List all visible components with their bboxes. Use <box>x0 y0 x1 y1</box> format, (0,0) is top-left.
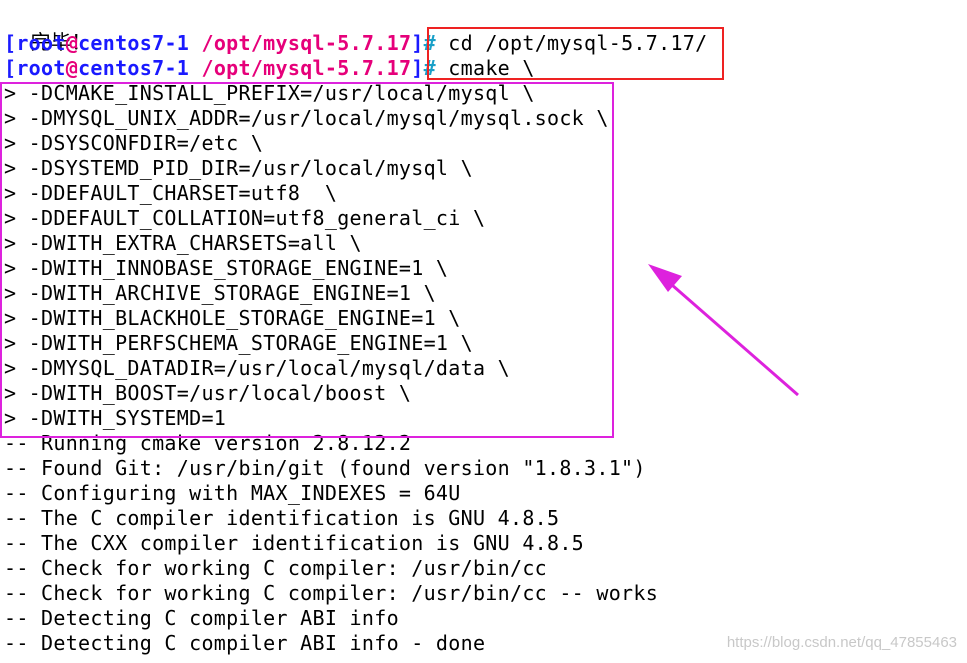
output-line: -- Check for working C compiler: /usr/bi… <box>4 556 548 580</box>
prompt-at: @ <box>65 56 79 80</box>
prompt-hash: # <box>423 31 436 55</box>
prompt-host: centos7-1 <box>78 31 190 55</box>
prompt-user: root <box>16 56 66 80</box>
command-text: cd /opt/mysql-5.7.17/ <box>435 31 708 55</box>
continuation-line: > -DWITH_BLACKHOLE_STORAGE_ENGINE=1 \ <box>4 306 461 330</box>
watermark-text: https://blog.csdn.net/qq_47855463 <box>726 634 957 651</box>
continuation-line: > -DSYSCONFDIR=/etc \ <box>4 131 264 155</box>
command-text: cmake \ <box>435 56 535 80</box>
prompt-host: centos7-1 <box>78 56 190 80</box>
continuation-line: > -DWITH_ARCHIVE_STORAGE_ENGINE=1 \ <box>4 281 436 305</box>
output-line: -- Check for working C compiler: /usr/bi… <box>4 581 659 605</box>
output-line: -- Found Git: /usr/bin/git (found versio… <box>4 456 646 480</box>
continuation-line: > -DMYSQL_UNIX_ADDR=/usr/local/mysql/mys… <box>4 106 609 130</box>
prompt-bracket: ] <box>411 56 424 80</box>
arrow-shaft <box>663 276 799 397</box>
output-line: -- Detecting C compiler ABI info <box>4 606 399 630</box>
continuation-line: > -DSYSTEMD_PID_DIR=/usr/local/mysql \ <box>4 156 473 180</box>
completion-text: 完毕！ <box>30 30 92 54</box>
output-line: -- Configuring with MAX_INDEXES = 64U <box>4 481 461 505</box>
continuation-line: > -DWITH_BOOST=/usr/local/boost \ <box>4 381 412 405</box>
continuation-line: > -DDEFAULT_COLLATION=utf8_general_ci \ <box>4 206 486 230</box>
prompt-at: @ <box>65 31 79 55</box>
first-line: 完毕！ <box>4 5 92 54</box>
continuation-line: > -DDEFAULT_CHARSET=utf8 \ <box>4 181 338 205</box>
continuation-line: > -DWITH_SYSTEMD=1 <box>4 406 227 430</box>
output-line: -- Running cmake version 2.8.12.2 <box>4 431 412 455</box>
prompt-bracket: [ <box>4 56 17 80</box>
prompt-bracket: [ <box>4 31 17 55</box>
prompt-hash: # <box>423 56 436 80</box>
output-line: -- Detecting C compiler ABI info - done <box>4 631 486 655</box>
prompt-path: /opt/mysql-5.7.17 <box>189 56 412 80</box>
continuation-line: > -DMYSQL_DATADIR=/usr/local/mysql/data … <box>4 356 510 380</box>
prompt-bracket: ] <box>411 31 424 55</box>
output-line: -- The CXX compiler identification is GN… <box>4 531 585 555</box>
command-highlight-box <box>427 27 724 80</box>
output-line: -- The C compiler identification is GNU … <box>4 506 560 530</box>
continuation-line: > -DWITH_EXTRA_CHARSETS=all \ <box>4 231 362 255</box>
prompt-line-1: [root@centos7-1 /opt/mysql-5.7.17]# cd /… <box>4 31 707 56</box>
continuation-line: > -DWITH_PERFSCHEMA_STORAGE_ENGINE=1 \ <box>4 331 473 355</box>
continuation-line: > -DCMAKE_INSTALL_PREFIX=/usr/local/mysq… <box>4 81 535 105</box>
prompt-line-2: [root@centos7-1 /opt/mysql-5.7.17]# cmak… <box>4 56 535 81</box>
prompt-path: /opt/mysql-5.7.17 <box>189 31 412 55</box>
prompt-user: root <box>16 31 66 55</box>
continuation-line: > -DWITH_INNOBASE_STORAGE_ENGINE=1 \ <box>4 256 449 280</box>
arrow-head <box>648 264 682 292</box>
options-highlight-box <box>0 82 614 438</box>
